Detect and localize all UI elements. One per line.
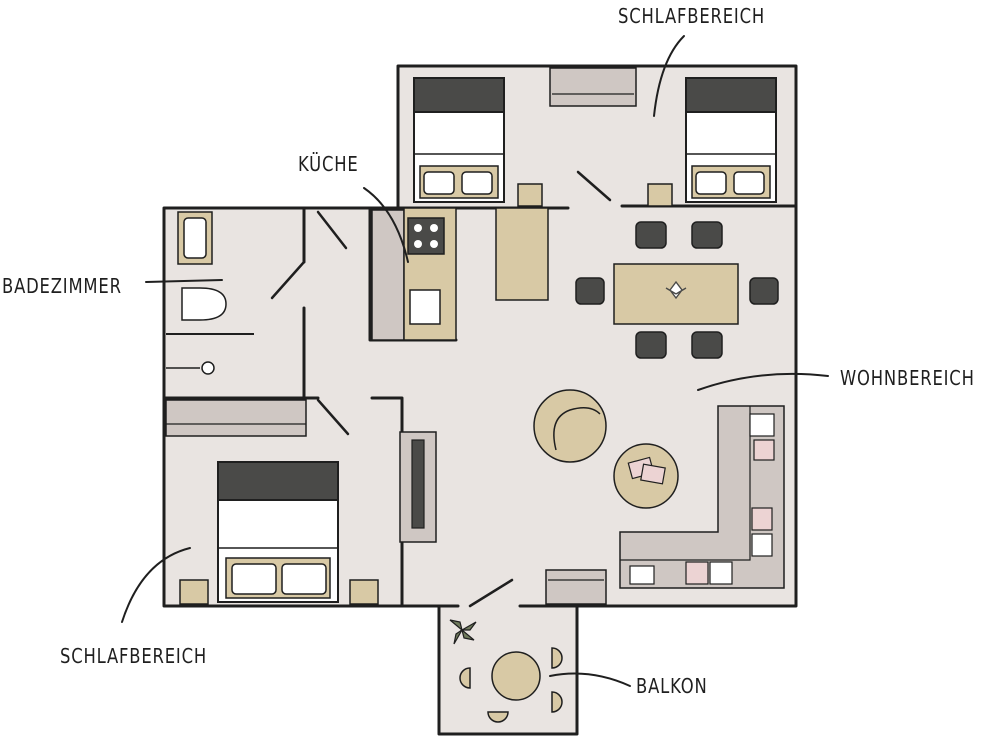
outer-wall xyxy=(162,64,798,736)
nightstand-top-left xyxy=(517,183,543,207)
label-living: WOHNBEREICH xyxy=(840,366,975,390)
bed-top-right xyxy=(685,77,777,203)
door-balcony xyxy=(468,578,514,608)
label-balcony: BALKON xyxy=(636,674,708,698)
doors xyxy=(270,170,612,608)
leader-bedroom-bottom xyxy=(121,547,191,623)
armchair xyxy=(533,389,607,463)
balcony xyxy=(449,619,563,723)
cushion xyxy=(749,413,775,437)
nightstand xyxy=(349,579,379,605)
dining xyxy=(575,221,779,359)
label-bedroom-top: SCHLAFBEREICH xyxy=(618,4,766,28)
dresser-top xyxy=(549,67,637,107)
chair xyxy=(575,277,605,305)
label-kitchen: KÜCHE xyxy=(298,152,359,176)
top-bedroom xyxy=(413,67,777,207)
nightstand xyxy=(179,579,209,605)
door-top-bedroom xyxy=(576,170,612,202)
chair xyxy=(635,331,667,359)
cushion xyxy=(753,439,775,461)
balcony-table xyxy=(491,651,541,701)
stove xyxy=(407,217,445,255)
leader-balcony xyxy=(549,672,631,687)
sofa xyxy=(619,405,785,589)
table-flowers xyxy=(665,280,687,300)
chair xyxy=(635,221,667,249)
cushion xyxy=(751,533,773,557)
balcony-chair xyxy=(551,691,563,713)
leader-bathroom xyxy=(145,279,223,283)
leader-lines xyxy=(121,35,829,687)
bed-bottom xyxy=(217,461,339,603)
chair xyxy=(691,221,723,249)
leader-kitchen xyxy=(363,187,409,263)
cushion xyxy=(629,565,655,585)
sink-basin xyxy=(183,217,207,259)
living xyxy=(399,389,785,605)
wardrobe xyxy=(165,399,307,437)
kitchen-shelf xyxy=(371,209,405,341)
leader-bedroom-top xyxy=(653,35,685,117)
cushion xyxy=(751,507,773,531)
door-bedroom xyxy=(316,398,350,436)
balcony-chair xyxy=(487,711,509,723)
kitchen-island xyxy=(495,207,549,301)
bottom-bedroom xyxy=(165,399,379,605)
shower-head xyxy=(201,361,215,375)
door-bathroom xyxy=(270,260,306,300)
kitchen-sink xyxy=(409,289,441,325)
nightstand-top-right xyxy=(647,183,673,207)
cushion xyxy=(709,561,733,585)
bed-top-left xyxy=(413,77,505,203)
balcony-chair xyxy=(459,667,471,689)
chair xyxy=(691,331,723,359)
toilet xyxy=(181,287,227,321)
tv xyxy=(411,439,425,529)
balcony-chair xyxy=(551,647,563,669)
door-kitchen xyxy=(316,210,348,250)
cushion xyxy=(685,561,709,585)
label-bathroom: BADEZIMMER xyxy=(2,274,122,298)
plant xyxy=(449,619,477,645)
sideboard xyxy=(545,569,607,605)
label-bedroom-bottom: SCHLAFBEREICH xyxy=(60,644,208,668)
chair xyxy=(749,277,779,305)
bathroom xyxy=(166,211,254,375)
leader-living xyxy=(697,372,829,391)
